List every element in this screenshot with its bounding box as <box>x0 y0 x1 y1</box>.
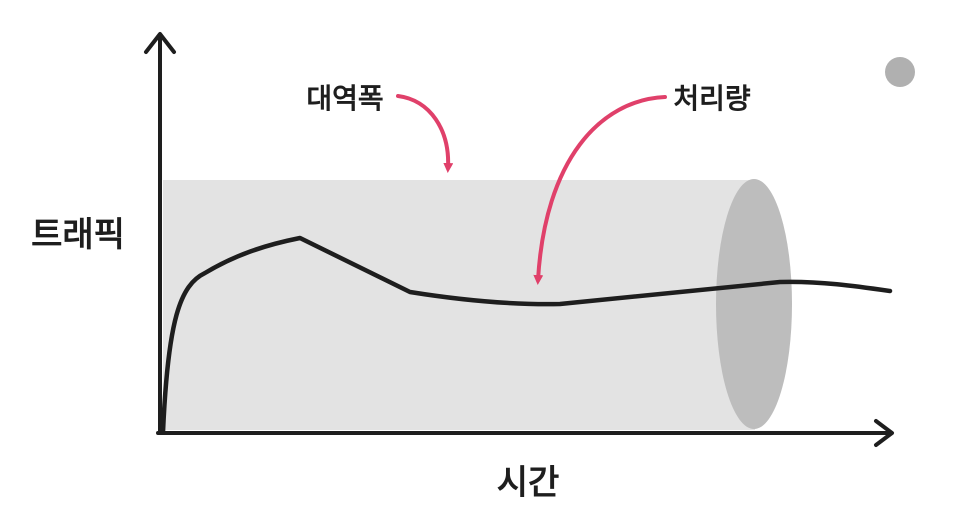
bandwidth-pipe-end <box>716 179 792 429</box>
bandwidth-pipe-body <box>163 180 755 430</box>
y-axis-label: 트래픽 <box>31 215 125 255</box>
y-axis <box>144 32 176 434</box>
traffic-line <box>160 235 893 435</box>
x-axis-label: 시간 <box>497 463 560 503</box>
bandwidth-callout-arrow <box>396 94 454 173</box>
bandwidth-label: 대역폭 <box>306 82 383 115</box>
corner-dot <box>885 57 915 87</box>
x-axis <box>156 419 894 447</box>
throughput-label: 처리량 <box>673 82 751 115</box>
throughput-callout-arrow <box>533 95 667 285</box>
